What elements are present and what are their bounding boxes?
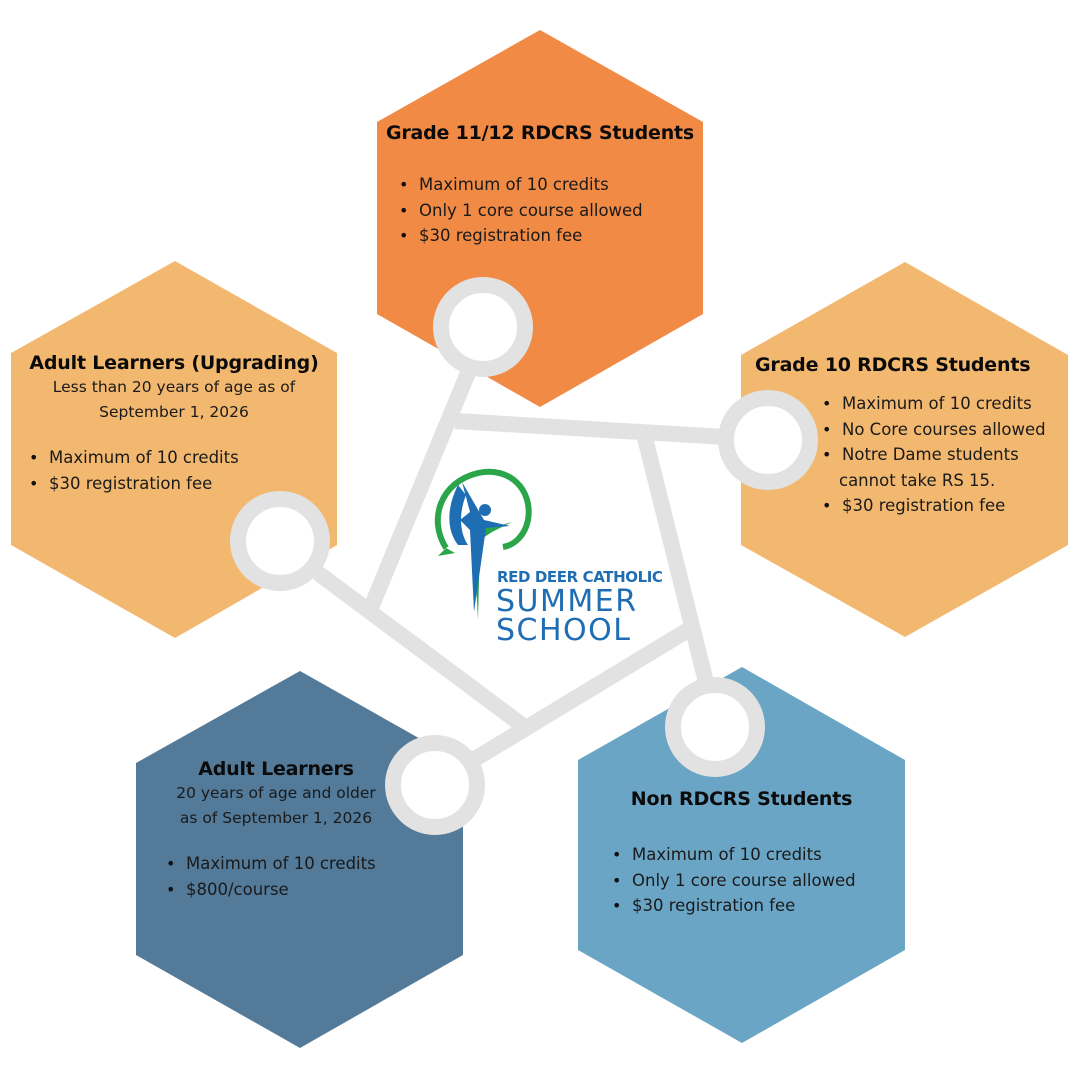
card-title: Grade 11/12 RDCRS Students (385, 122, 695, 144)
bullet-item: $30 registration fee (820, 493, 1075, 519)
bullet-list: Maximum of 10 credits $800/course (164, 851, 416, 902)
connector-circles (230, 277, 818, 835)
bullet-item: $30 registration fee (397, 223, 703, 249)
card-non-rdcrs: Non RDCRS Students Maximum of 10 credits… (578, 788, 905, 919)
node-circle-right (718, 390, 818, 490)
bullet-item: No Core courses allowed (820, 417, 1075, 443)
bullet-item: Notre Dame students (820, 442, 1075, 468)
card-subtitle-line: as of September 1, 2026 (179, 809, 373, 827)
bullet-item: $800/course (164, 877, 416, 903)
card-adult-upgrading: Adult Learners (Upgrading) Less than 20 … (11, 352, 337, 496)
logo-line-summer: SUMMER (496, 584, 638, 619)
bullet-list: Maximum of 10 credits Only 1 core course… (610, 842, 905, 919)
logo-line-school: SCHOOL (496, 613, 632, 648)
bullet-item: Maximum of 10 credits (397, 172, 703, 198)
card-subtitle-line: September 1, 2026 (99, 403, 249, 421)
node-circle-bottom-right (665, 677, 765, 777)
bullet-item: Only 1 core course allowed (397, 198, 703, 224)
logo-line-red-deer-catholic: RED DEER CATHOLIC (497, 568, 663, 586)
node-circle-left (230, 491, 330, 591)
bullet-item: Maximum of 10 credits (27, 445, 337, 471)
card-grade-10: Grade 10 RDCRS Students Maximum of 10 cr… (755, 354, 1075, 519)
bullet-list: Maximum of 10 credits Only 1 core course… (397, 172, 703, 249)
card-subtitle-line: 20 years of age and older (176, 784, 376, 802)
bullet-list: Maximum of 10 credits $30 registration f… (27, 445, 337, 496)
node-circle-bottom-left (385, 735, 485, 835)
bullet-item: Only 1 core course allowed (610, 868, 905, 894)
card-subtitle-line: Less than 20 years of age as of (52, 378, 296, 396)
bullet-item: $30 registration fee (610, 893, 905, 919)
card-title: Grade 10 RDCRS Students (755, 354, 1031, 376)
card-grade-11-12: Grade 11/12 RDCRS Students Maximum of 10… (377, 122, 703, 249)
card-adult-learners: Adult Learners 20 years of age and older… (136, 758, 416, 902)
node-circle-top (433, 277, 533, 377)
card-title: Non RDCRS Students (630, 788, 853, 810)
bullet-item: $30 registration fee (27, 471, 337, 497)
bullet-item: Maximum of 10 credits (820, 391, 1075, 417)
bullet-item: Maximum of 10 credits (164, 851, 416, 877)
card-title: Adult Learners (198, 758, 354, 780)
bullet-item-continuation: cannot take RS 15. (839, 470, 996, 490)
card-title: Adult Learners (Upgrading) (29, 352, 319, 374)
connector-lines (313, 364, 726, 769)
bullet-list: Maximum of 10 credits No Core courses al… (820, 391, 1075, 519)
bullet-item: Maximum of 10 credits (610, 842, 905, 868)
summer-school-logo-icon (434, 468, 532, 620)
